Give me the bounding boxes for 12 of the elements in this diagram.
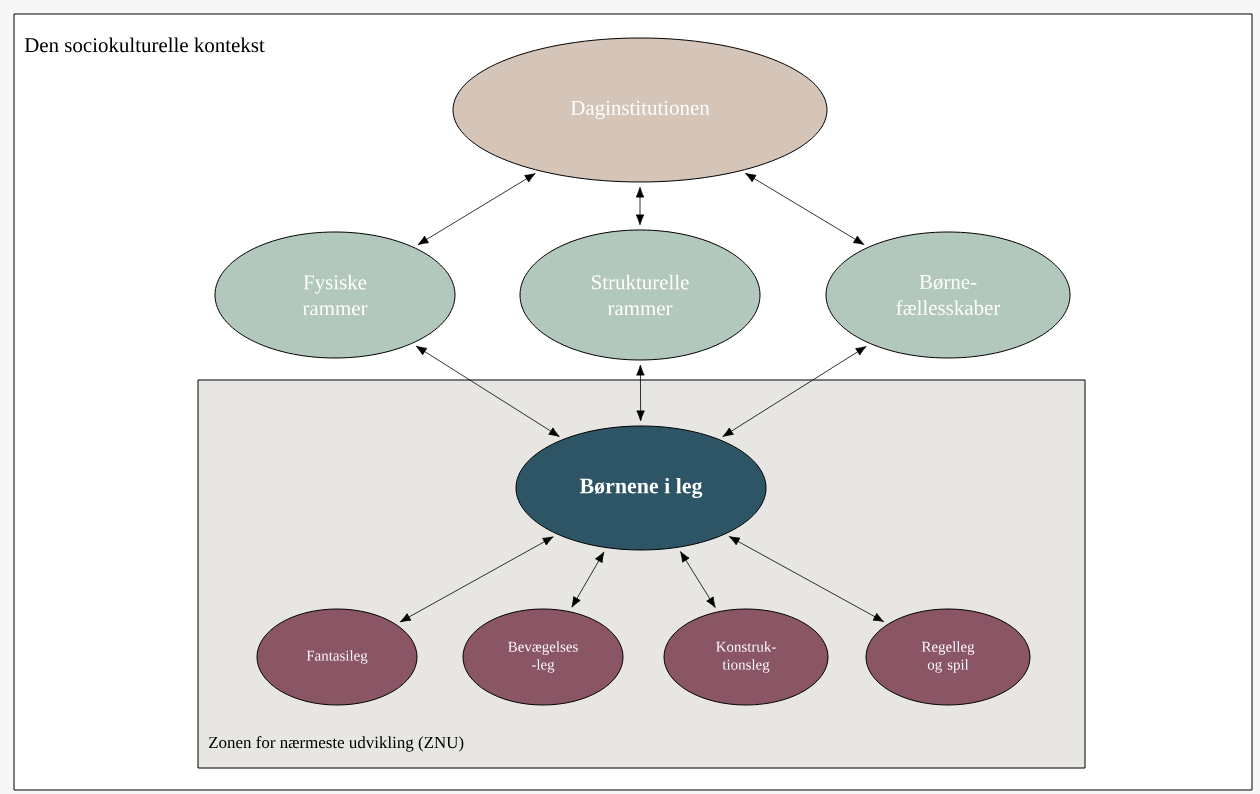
arrow [728,536,885,622]
arrow [722,346,867,437]
arrow [417,173,536,246]
arrow [635,186,645,226]
arrow [415,345,560,437]
arrow [636,364,645,422]
arrow [680,551,716,608]
arrow [399,536,554,623]
box-heading: Den sociokulturelle kontekst [24,37,265,53]
arrow [745,172,865,245]
zone-label: Zonen for nærmeste udvikling (ZNU) [209,736,464,752]
arrow [571,551,605,608]
